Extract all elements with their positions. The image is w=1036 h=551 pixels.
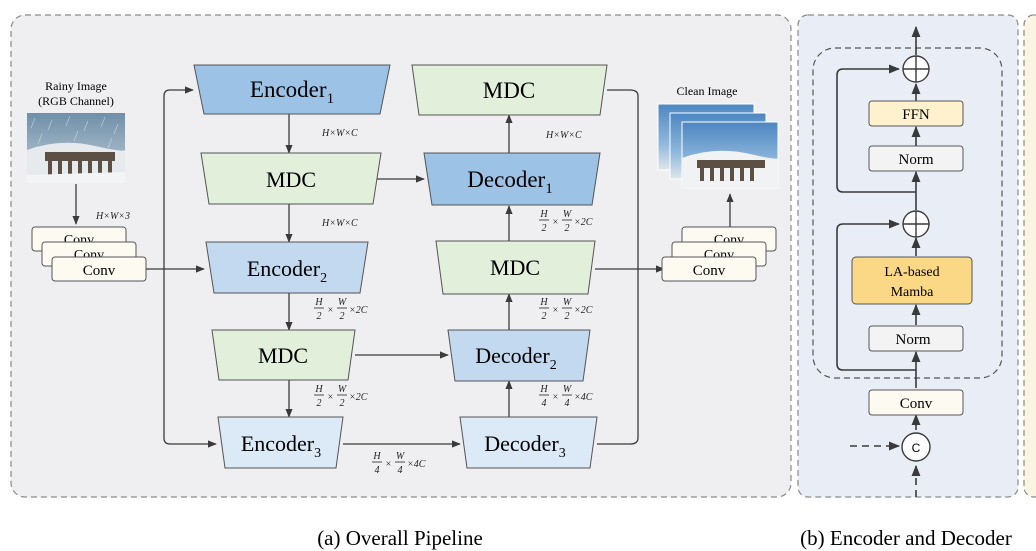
encoder-2: Encoder2 — [205, 241, 369, 294]
svg-text:FFN: FFN — [902, 107, 930, 123]
svg-text:H: H — [314, 384, 323, 395]
svg-text:Norm: Norm — [899, 152, 934, 168]
output-conv-stack: Conv Conv Conv — [661, 226, 777, 282]
mamba-block: LA-based Mamba — [851, 256, 973, 305]
svg-text:W: W — [396, 451, 406, 462]
encoder-1: Encoder1 — [193, 64, 391, 115]
dim-dec2-half: H 2 × W 2 ×2C — [539, 297, 593, 322]
concat-node: C — [901, 432, 931, 462]
decoder-3: Decoder3 — [459, 416, 598, 469]
svg-text:4: 4 — [398, 465, 403, 476]
rainy-image-subtitle: (RGB Channel) — [38, 94, 114, 108]
svg-text:2: 2 — [565, 223, 570, 234]
svg-text:MDC: MDC — [483, 78, 535, 103]
svg-text:H: H — [539, 297, 548, 308]
conv-block: Conv — [868, 389, 964, 416]
clean-image-stack — [657, 103, 780, 189]
svg-text:H: H — [539, 384, 548, 395]
plus-top — [902, 55, 930, 83]
svg-text:Decoder3: Decoder3 — [484, 431, 566, 461]
dim-dec3-quarter: H 4 × W 4 ×4C — [539, 384, 593, 409]
svg-text:C: C — [912, 441, 921, 455]
dim-enc1: H×W×C — [321, 128, 358, 139]
svg-text:Encoder3: Encoder3 — [241, 431, 321, 461]
svg-text:Mamba: Mamba — [891, 285, 935, 300]
plus-middle — [902, 210, 930, 238]
norm-block-top: Norm — [868, 145, 964, 172]
caption-b: (b) Encoder and Decoder — [800, 526, 1012, 550]
svg-text:Encoder2: Encoder2 — [247, 256, 327, 286]
dim-enc3-quarter: H 4 × W 4 ×4C — [372, 451, 426, 476]
mdc-decoder-level2: MDC — [435, 240, 596, 295]
panel-b-frame — [797, 14, 1019, 498]
svg-text:MDC: MDC — [266, 167, 316, 192]
svg-text:2: 2 — [542, 223, 547, 234]
svg-text:2: 2 — [565, 311, 570, 322]
svg-text:W: W — [563, 384, 573, 395]
dim-dec2-mdc-half: H 2 × W 2 ×2C — [539, 209, 593, 234]
svg-text:Conv: Conv — [900, 396, 933, 412]
dim-enc2-half: H 2 × W 2 ×2C — [314, 297, 368, 322]
svg-text:×: × — [327, 305, 334, 316]
svg-text:2: 2 — [542, 311, 547, 322]
svg-text:W: W — [563, 297, 573, 308]
svg-text:2: 2 — [317, 311, 322, 322]
svg-text:MDC: MDC — [490, 255, 540, 280]
input-conv-3: Conv — [83, 263, 116, 279]
svg-text:LA-based: LA-based — [884, 265, 939, 280]
encdec-repeat-frame — [812, 47, 1003, 379]
svg-text:×: × — [552, 392, 559, 403]
encoder-3: Encoder3 — [217, 416, 344, 469]
dim-enc2-mdc-half: H 2 × W 2 ×2C — [314, 384, 368, 409]
svg-text:4: 4 — [565, 398, 570, 409]
svg-text:×2C: ×2C — [574, 305, 593, 316]
svg-text:×2C: ×2C — [349, 392, 368, 403]
dim-dec1: H×W×C — [545, 130, 582, 141]
svg-text:H: H — [539, 209, 548, 220]
panel-c-frame — [1023, 14, 1036, 498]
mdc-encoder-level1: MDC — [200, 152, 382, 205]
clean-image-title: Clean Image — [677, 84, 738, 98]
dim-enc1-mdc: H×W×C — [321, 218, 358, 229]
svg-text:W: W — [563, 209, 573, 220]
ffn-block: FFN — [868, 100, 964, 127]
svg-text:×2C: ×2C — [574, 217, 593, 228]
svg-text:×: × — [385, 459, 392, 470]
svg-text:×2C: ×2C — [349, 305, 368, 316]
svg-text:H: H — [314, 297, 323, 308]
norm-block-bottom: Norm — [868, 325, 964, 352]
rainy-image — [27, 113, 126, 183]
decoder-2: Decoder2 — [447, 329, 591, 382]
svg-text:W: W — [338, 384, 348, 395]
svg-text:4: 4 — [375, 465, 380, 476]
mdc-encoder-level2: MDC — [211, 329, 356, 381]
svg-text:4: 4 — [542, 398, 547, 409]
caption-a: (a) Overall Pipeline — [317, 526, 483, 550]
decoder-1: Decoder1 — [423, 152, 601, 206]
svg-text:W: W — [338, 297, 348, 308]
svg-text:Encoder1: Encoder1 — [250, 77, 334, 107]
svg-text:×4C: ×4C — [407, 459, 426, 470]
output-conv-3: Conv — [693, 263, 726, 279]
mdc-top: MDC — [411, 64, 608, 116]
rainy-image-title: Rainy Image — [45, 79, 107, 93]
svg-text:2: 2 — [340, 398, 345, 409]
svg-text:2: 2 — [340, 311, 345, 322]
svg-text:Decoder2: Decoder2 — [475, 343, 557, 373]
svg-text:×: × — [327, 392, 334, 403]
svg-text:×: × — [552, 305, 559, 316]
svg-text:2: 2 — [317, 398, 322, 409]
svg-text:×4C: ×4C — [574, 392, 593, 403]
svg-text:H: H — [372, 451, 381, 462]
input-dim-label: H×W×3 — [95, 211, 130, 222]
svg-text:Norm: Norm — [896, 332, 931, 348]
svg-text:Decoder1: Decoder1 — [467, 167, 552, 197]
panel-a-frame — [10, 14, 792, 498]
svg-text:×: × — [552, 217, 559, 228]
input-conv-stack: Conv Conv Conv — [31, 226, 147, 282]
svg-text:MDC: MDC — [258, 343, 308, 368]
